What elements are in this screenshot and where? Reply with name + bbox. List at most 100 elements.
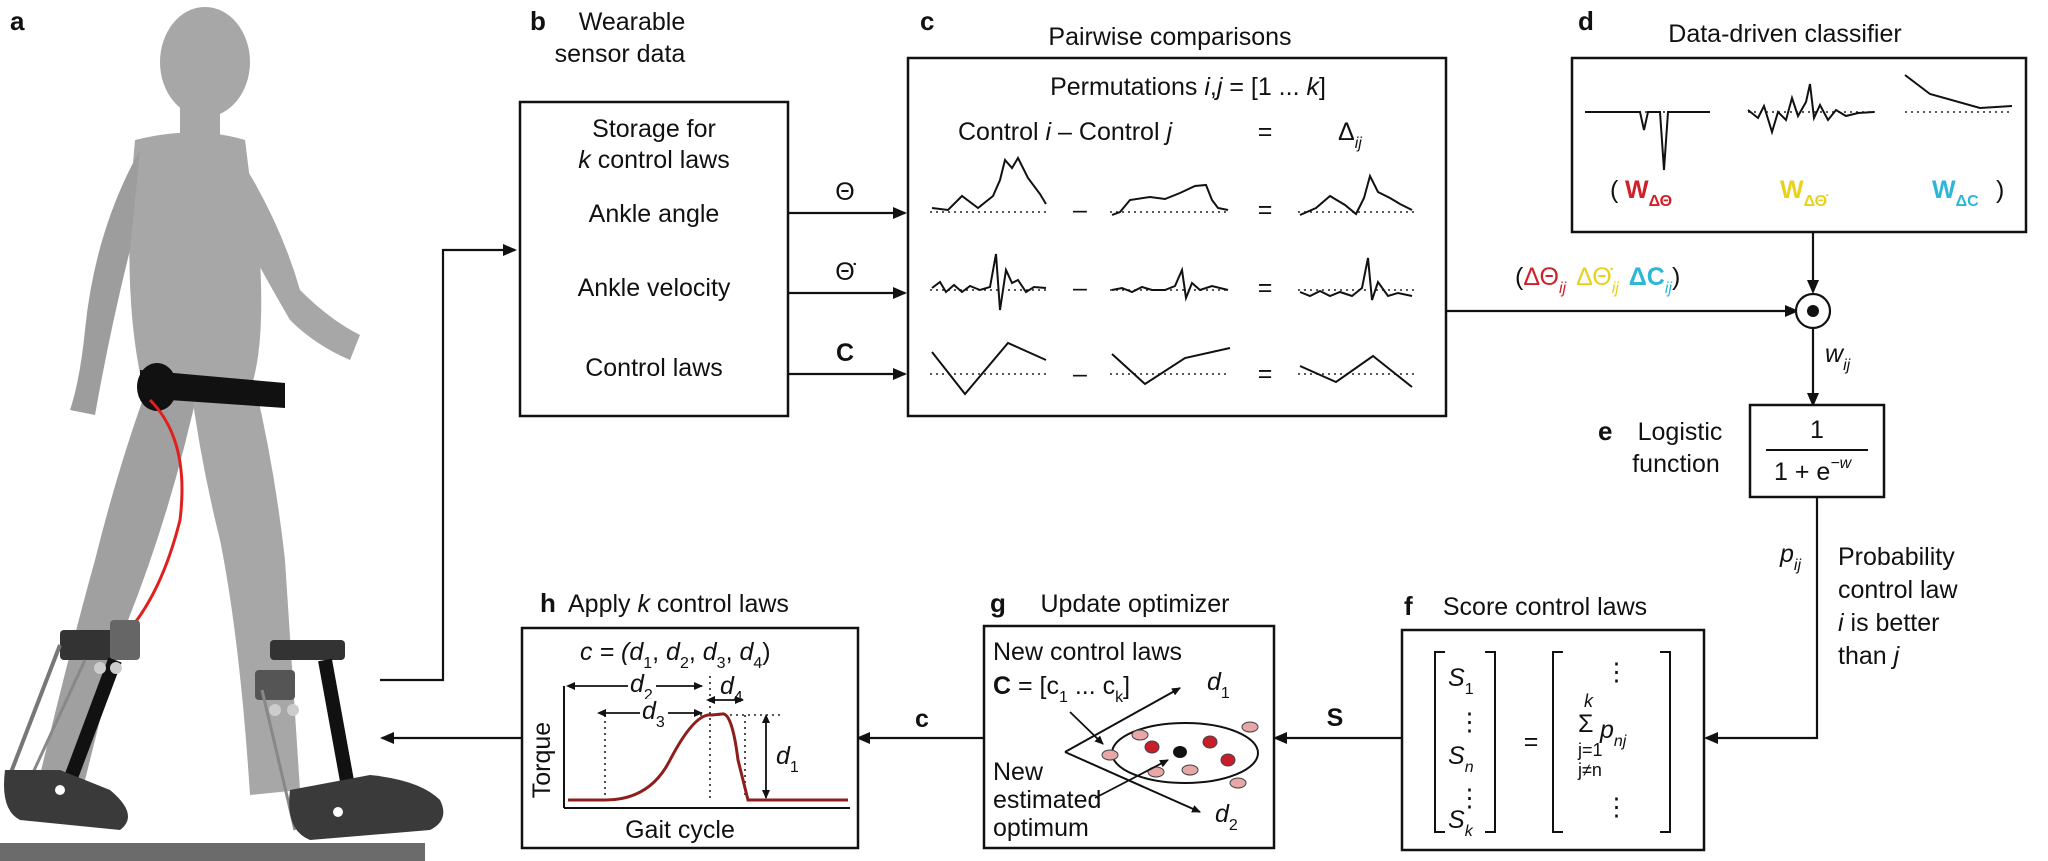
minus-row1: – bbox=[1073, 196, 1087, 224]
direction-d2 bbox=[1064, 751, 1201, 813]
right-vector-bracket-open bbox=[1552, 651, 1563, 833]
estimated-label: estimated bbox=[993, 786, 1101, 814]
torso bbox=[129, 132, 262, 395]
w-delta-theta-dot: WΔΘ̇ bbox=[1780, 176, 1829, 210]
storage-box bbox=[518, 100, 790, 418]
front-arm bbox=[230, 150, 360, 360]
sum-lower-limit-1: j=1 bbox=[1577, 740, 1603, 760]
front-exoskeleton bbox=[255, 640, 444, 840]
ankle-velocity-label: Ankle velocity bbox=[578, 274, 731, 302]
trace-theta-i bbox=[931, 155, 1047, 212]
d3-dim-label: d3 bbox=[642, 697, 665, 731]
control-laws-label: Control laws bbox=[585, 354, 723, 382]
trace-c-i bbox=[931, 341, 1047, 396]
new-control-laws-label: New control laws bbox=[993, 638, 1182, 666]
trace-c-j bbox=[1111, 347, 1231, 386]
optimum-label: optimum bbox=[993, 814, 1089, 842]
torque-axis-label: Torque bbox=[528, 722, 556, 798]
ground bbox=[0, 843, 425, 861]
c-arrow-label: c bbox=[915, 705, 929, 733]
panel-label-b: b bbox=[530, 6, 546, 36]
header-equals: = bbox=[1258, 118, 1273, 146]
w-ij-label: wij bbox=[1825, 340, 1851, 374]
storage-line2: k control laws bbox=[578, 146, 729, 174]
new-label: New bbox=[993, 758, 1044, 786]
row-control-laws: – = bbox=[930, 341, 1415, 396]
row-ankle-velocity: – = bbox=[930, 253, 1415, 311]
permutations-label: Permutations i,j = [1 ... k] bbox=[1050, 73, 1326, 101]
d2-label: d2 bbox=[1215, 800, 1238, 834]
d2-label-bg bbox=[628, 672, 656, 694]
panel-e-title-line2: function bbox=[1632, 450, 1720, 478]
panel-b-title-line2: sensor data bbox=[555, 40, 686, 68]
trace-delta-theta-dot bbox=[1299, 257, 1413, 301]
panel-c-title: Pairwise comparisons bbox=[1048, 23, 1291, 51]
vdots-2: ⋮ bbox=[1457, 784, 1482, 812]
row-ankle-angle: – = bbox=[930, 155, 1415, 224]
panel-h-title: Apply k control laws bbox=[568, 590, 789, 618]
trace-theta-dot-j bbox=[1111, 266, 1229, 302]
vdots-4: ⋮ bbox=[1604, 793, 1629, 821]
panel-e-title-line1: Logistic bbox=[1638, 418, 1723, 446]
weight-theta-trace bbox=[1585, 111, 1710, 171]
d1-dim-label: d1 bbox=[776, 742, 799, 776]
optimizer-box bbox=[982, 624, 1276, 850]
torque-profile bbox=[568, 712, 848, 802]
equals-row1: = bbox=[1258, 196, 1273, 224]
delta-ij-label: Δij bbox=[1338, 118, 1362, 152]
d2-dim-label: d2 bbox=[630, 670, 653, 704]
dot-product-center bbox=[1807, 305, 1819, 317]
panel-label-a: a bbox=[10, 6, 25, 36]
panel-label-g: g bbox=[990, 588, 1006, 618]
direction-d1 bbox=[1064, 687, 1181, 753]
trace-delta-theta bbox=[1299, 173, 1413, 216]
trace-theta-j bbox=[1111, 183, 1229, 216]
p-ij-label: pij bbox=[1779, 540, 1801, 574]
arrow-to-optimum bbox=[1094, 759, 1169, 799]
head bbox=[160, 7, 250, 117]
panel-d-title: Data-driven classifier bbox=[1668, 20, 1901, 48]
c-symbol: C bbox=[836, 339, 854, 367]
gait-cycle-axis-label: Gait cycle bbox=[625, 816, 735, 844]
weight-theta-dot-trace bbox=[1747, 83, 1875, 136]
right-vector-bracket-close bbox=[1660, 651, 1671, 833]
score-equals: = bbox=[1524, 728, 1539, 756]
trace-theta-dot-i bbox=[931, 253, 1047, 311]
sn: Sn bbox=[1448, 742, 1474, 776]
theta-symbol: Θ bbox=[835, 178, 854, 206]
back-leg bbox=[40, 380, 200, 780]
sigma: Σ bbox=[1578, 710, 1593, 738]
trace-delta-c bbox=[1299, 354, 1413, 388]
walking-person-illustration: a bbox=[0, 6, 444, 861]
panel-b-title-line1: Wearable bbox=[579, 8, 686, 36]
vdots-3: ⋮ bbox=[1604, 658, 1629, 686]
sum-lower-limit-2: j≠n bbox=[1577, 760, 1602, 780]
candidate-points bbox=[1101, 721, 1259, 789]
minus-row3: – bbox=[1073, 360, 1087, 388]
paren-open: ( bbox=[1610, 176, 1619, 204]
weight-c-trace bbox=[1904, 74, 2013, 110]
ankle-angle-label: Ankle angle bbox=[589, 200, 720, 228]
probability-line4: than j bbox=[1838, 642, 1901, 670]
belt-pack bbox=[137, 363, 177, 411]
equals-row3: = bbox=[1258, 360, 1273, 388]
panel-label-e: e bbox=[1598, 416, 1612, 446]
sk: Sk bbox=[1448, 806, 1474, 840]
probability-line1: Probability bbox=[1838, 543, 1955, 571]
storage-line1: Storage for bbox=[592, 115, 716, 143]
control-i-minus-j-label: Control i – Control j bbox=[958, 118, 1173, 146]
equals-row2: = bbox=[1258, 274, 1273, 302]
waist-belt bbox=[140, 370, 285, 408]
left-vector-bracket-open bbox=[1434, 651, 1445, 833]
cable bbox=[118, 398, 184, 642]
c-vector-label: C = [c1 ... ck] bbox=[993, 672, 1130, 706]
panel-f-title: Score control laws bbox=[1443, 593, 1647, 621]
vdots-1: ⋮ bbox=[1457, 708, 1482, 736]
probability-line2: control law bbox=[1838, 576, 1958, 604]
sum-upper-limit: k bbox=[1584, 691, 1594, 711]
panel-label-d: d bbox=[1578, 6, 1594, 36]
arrow-logistic-to-score bbox=[1704, 497, 1819, 744]
p-nj: pnj bbox=[1599, 716, 1627, 750]
